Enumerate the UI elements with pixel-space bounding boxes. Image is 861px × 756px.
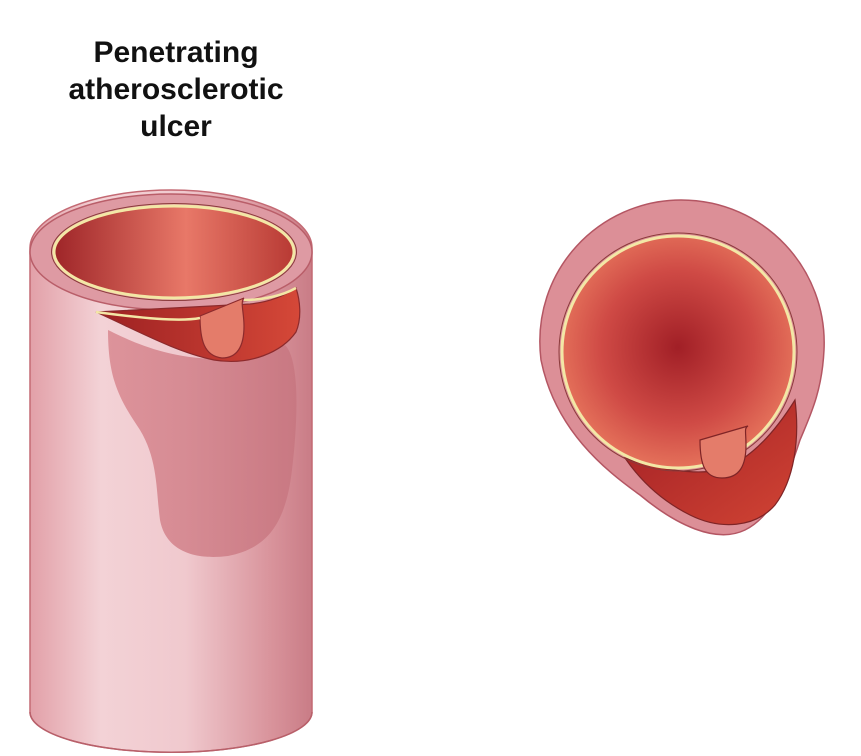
vessel-longitudinal-view [29, 189, 313, 754]
ulcer-plug [199, 297, 245, 359]
vessel-intima [52, 204, 296, 300]
diagram-title: Penetrating atherosclerotic ulcer [30, 34, 322, 145]
title-line-1: Penetrating [93, 36, 259, 69]
cross-section-intima [560, 234, 796, 470]
title-line-2: atherosclerotic [68, 73, 284, 106]
vessel-bottom-rim [29, 711, 313, 754]
cross-section-ulcer-plug [699, 425, 749, 479]
vessel-cross-section [539, 199, 825, 536]
title-line-3: ulcer [140, 110, 212, 143]
intramural-hematoma [108, 330, 297, 557]
cross-section-lumen [562, 236, 794, 468]
vessel-lumen [54, 206, 294, 298]
ulcer-intima-edge [95, 286, 297, 321]
